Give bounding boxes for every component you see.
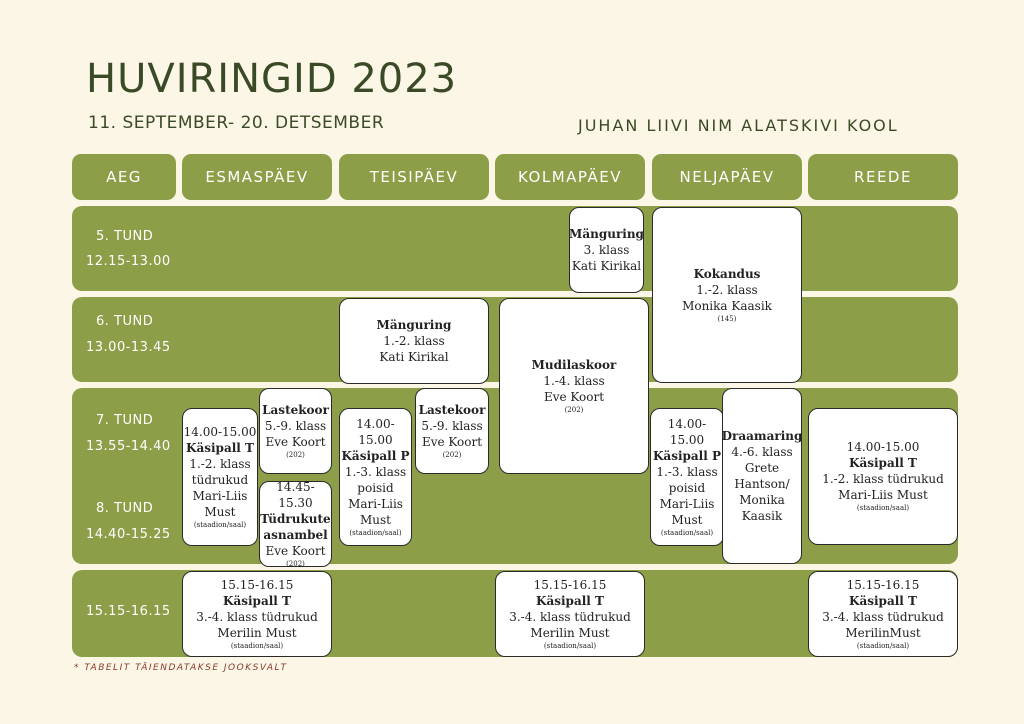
row-label-7: 7. TUND <box>96 413 154 428</box>
card-tue-kasipall: 14.00-15.00 Käsipall P 1.-3. klass poisi… <box>339 408 412 546</box>
card-thu-kokandus: Kokandus 1.-2. klass Monika Kaasik (145) <box>652 207 802 383</box>
header-teisipaev: TEISIPÄEV <box>339 154 489 200</box>
card-tue-manguring: Mänguring 1.-2. klass Kati Kirikal <box>339 298 489 384</box>
card-mon-kasipall-late: 15.15-16.15 Käsipall T 3.-4. klass tüdru… <box>182 571 332 657</box>
footnote: * TABELIT TÄIENDATAKSE JOOKSVALT <box>74 663 288 673</box>
card-wed-kasipall-late: 15.15-16.15 Käsipall T 3.-4. klass tüdru… <box>495 571 645 657</box>
header-neljapaev: NELJAPÄEV <box>652 154 802 200</box>
card-mon-tudrukute-ansambel: 14.45-15.30 Tüdrukute asnambel Eve Koort… <box>259 479 332 568</box>
date-range: 11. SEPTEMBER- 20. DETSEMBER <box>88 113 385 133</box>
card-fri-kasipall: 14.00-15.00 Käsipall T 1.-2. klass tüdru… <box>808 408 958 545</box>
card-wed-mudilaskoor: Mudilaskoor 1.-4. klass Eve Koort (202) <box>499 298 649 474</box>
header-aeg: AEG <box>72 154 176 200</box>
header-reede: REEDE <box>808 154 958 200</box>
card-thu-kasipall: 14.00-15.00 Käsipall P 1.-3. klass poisi… <box>650 408 724 546</box>
school-name: JUHAN LIIVI NIM ALATSKIVI KOOL <box>578 116 899 135</box>
card-tue-lastekoor: Lastekoor 5.-9. klass Eve Koort (202) <box>415 388 489 474</box>
card-wed-manguring: Mänguring 3. klass Kati Kirikal <box>569 207 644 293</box>
row-time-7: 13.55-14.40 <box>86 439 171 454</box>
card-mon-lastekoor: Lastekoor 5.-9. klass Eve Koort (202) <box>259 388 332 474</box>
header-esmaspaev: ESMASPÄEV <box>182 154 332 200</box>
card-fri-kasipall-late: 15.15-16.15 Käsipall T 3.-4. klass tüdru… <box>808 571 958 657</box>
row-time-5: 12.15-13.00 <box>86 254 171 269</box>
page-title: HUVIRINGID 2023 <box>86 56 458 102</box>
row-time-last: 15.15-16.15 <box>86 604 171 619</box>
row-label-5: 5. TUND <box>96 229 154 244</box>
row-time-6: 13.00-13.45 <box>86 340 171 355</box>
row-5-tund <box>72 206 958 291</box>
row-label-6: 6. TUND <box>96 314 154 329</box>
card-thu-draamaring: Draamaring 4.-6. klass Grete Hantson/ Mo… <box>722 388 802 564</box>
row-time-8: 14.40-15.25 <box>86 527 171 542</box>
header-kolmapaev: KOLMAPÄEV <box>495 154 645 200</box>
row-label-8: 8. TUND <box>96 501 154 516</box>
card-mon-kasipall: 14.00-15.00 Käsipall T 1.-2. klass tüdru… <box>182 408 258 546</box>
